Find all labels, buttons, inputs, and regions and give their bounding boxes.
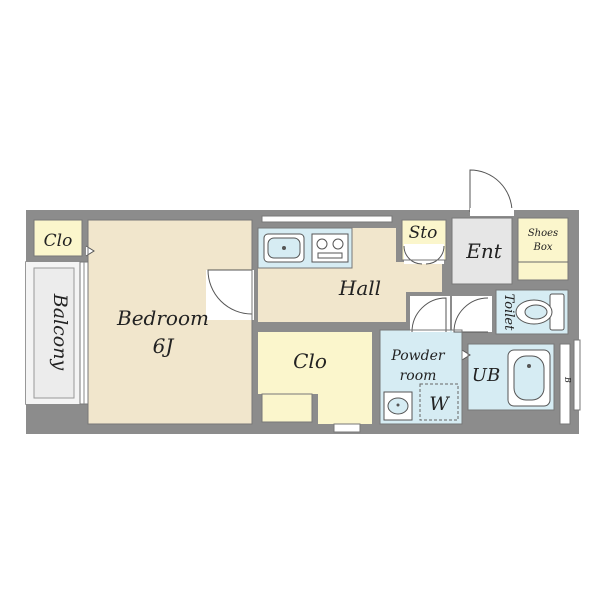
closet-small-floor bbox=[34, 220, 82, 256]
hall-label: Hall bbox=[338, 276, 381, 300]
entrance-label: Ent bbox=[465, 239, 502, 263]
closet-main-floor bbox=[258, 332, 372, 424]
toilet-icon bbox=[515, 293, 565, 331]
side-mark-label: B bbox=[563, 376, 572, 383]
balcony-label: Balcony bbox=[49, 293, 71, 371]
unit-bath-label: UB bbox=[472, 365, 500, 386]
storage-label: Sto bbox=[409, 223, 438, 243]
bedroom-size-label: 6J bbox=[153, 334, 175, 358]
toilet-door bbox=[452, 296, 492, 333]
powder-room-label-line2: room bbox=[400, 368, 437, 384]
closet-small-label: Clo bbox=[44, 231, 73, 251]
shoes-box bbox=[517, 217, 569, 281]
shoes-box-label-line2: Box bbox=[532, 242, 552, 253]
bathtub-icon bbox=[507, 349, 551, 407]
bedroom-door bbox=[206, 269, 254, 320]
powder-room-label-line1: Powder bbox=[390, 348, 446, 364]
powder-room-door bbox=[410, 296, 450, 333]
bedroom-floor bbox=[88, 220, 252, 424]
bedroom-name-label: Bedroom bbox=[116, 306, 209, 330]
toilet-label: Toilet bbox=[501, 294, 516, 331]
entrance-floor bbox=[452, 218, 512, 284]
kitchen-sink-icon bbox=[263, 233, 305, 263]
washer-label: W bbox=[429, 393, 450, 415]
wash-basin-icon bbox=[383, 391, 413, 421]
storage-door bbox=[403, 244, 445, 265]
stove-icon bbox=[311, 233, 349, 263]
washer-space bbox=[419, 383, 459, 421]
entrance-door bbox=[469, 168, 514, 216]
shoes-box-label-line1: Shoes bbox=[528, 228, 558, 239]
closet-main-label: Clo bbox=[293, 349, 327, 373]
